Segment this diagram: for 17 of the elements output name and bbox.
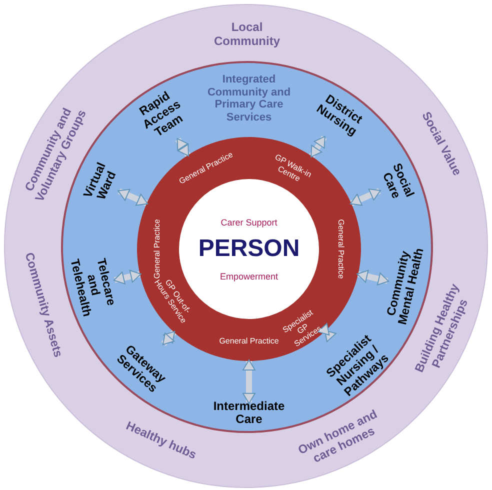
center-label: Empowerment: [218, 270, 280, 284]
double-arrow: [318, 323, 336, 342]
center-label: Carer Support: [220, 216, 278, 230]
service-label: Intermediate Care: [203, 400, 295, 426]
double-arrow: [350, 188, 381, 206]
double-arrow: [113, 270, 142, 284]
ring-label: General Practice: [218, 336, 280, 346]
double-arrow: [309, 136, 327, 158]
double-arrow: [161, 330, 176, 346]
double-arrow: [118, 188, 148, 206]
person-label: PERSON: [197, 234, 301, 264]
double-arrow: [242, 360, 256, 404]
ring-heading: Integrated Community and Primary Care Services: [206, 74, 292, 124]
double-arrow: [356, 270, 390, 286]
ring-label: Local Community: [213, 21, 281, 49]
double-arrow: [175, 138, 191, 157]
ring-label: General Practice: [336, 218, 346, 281]
